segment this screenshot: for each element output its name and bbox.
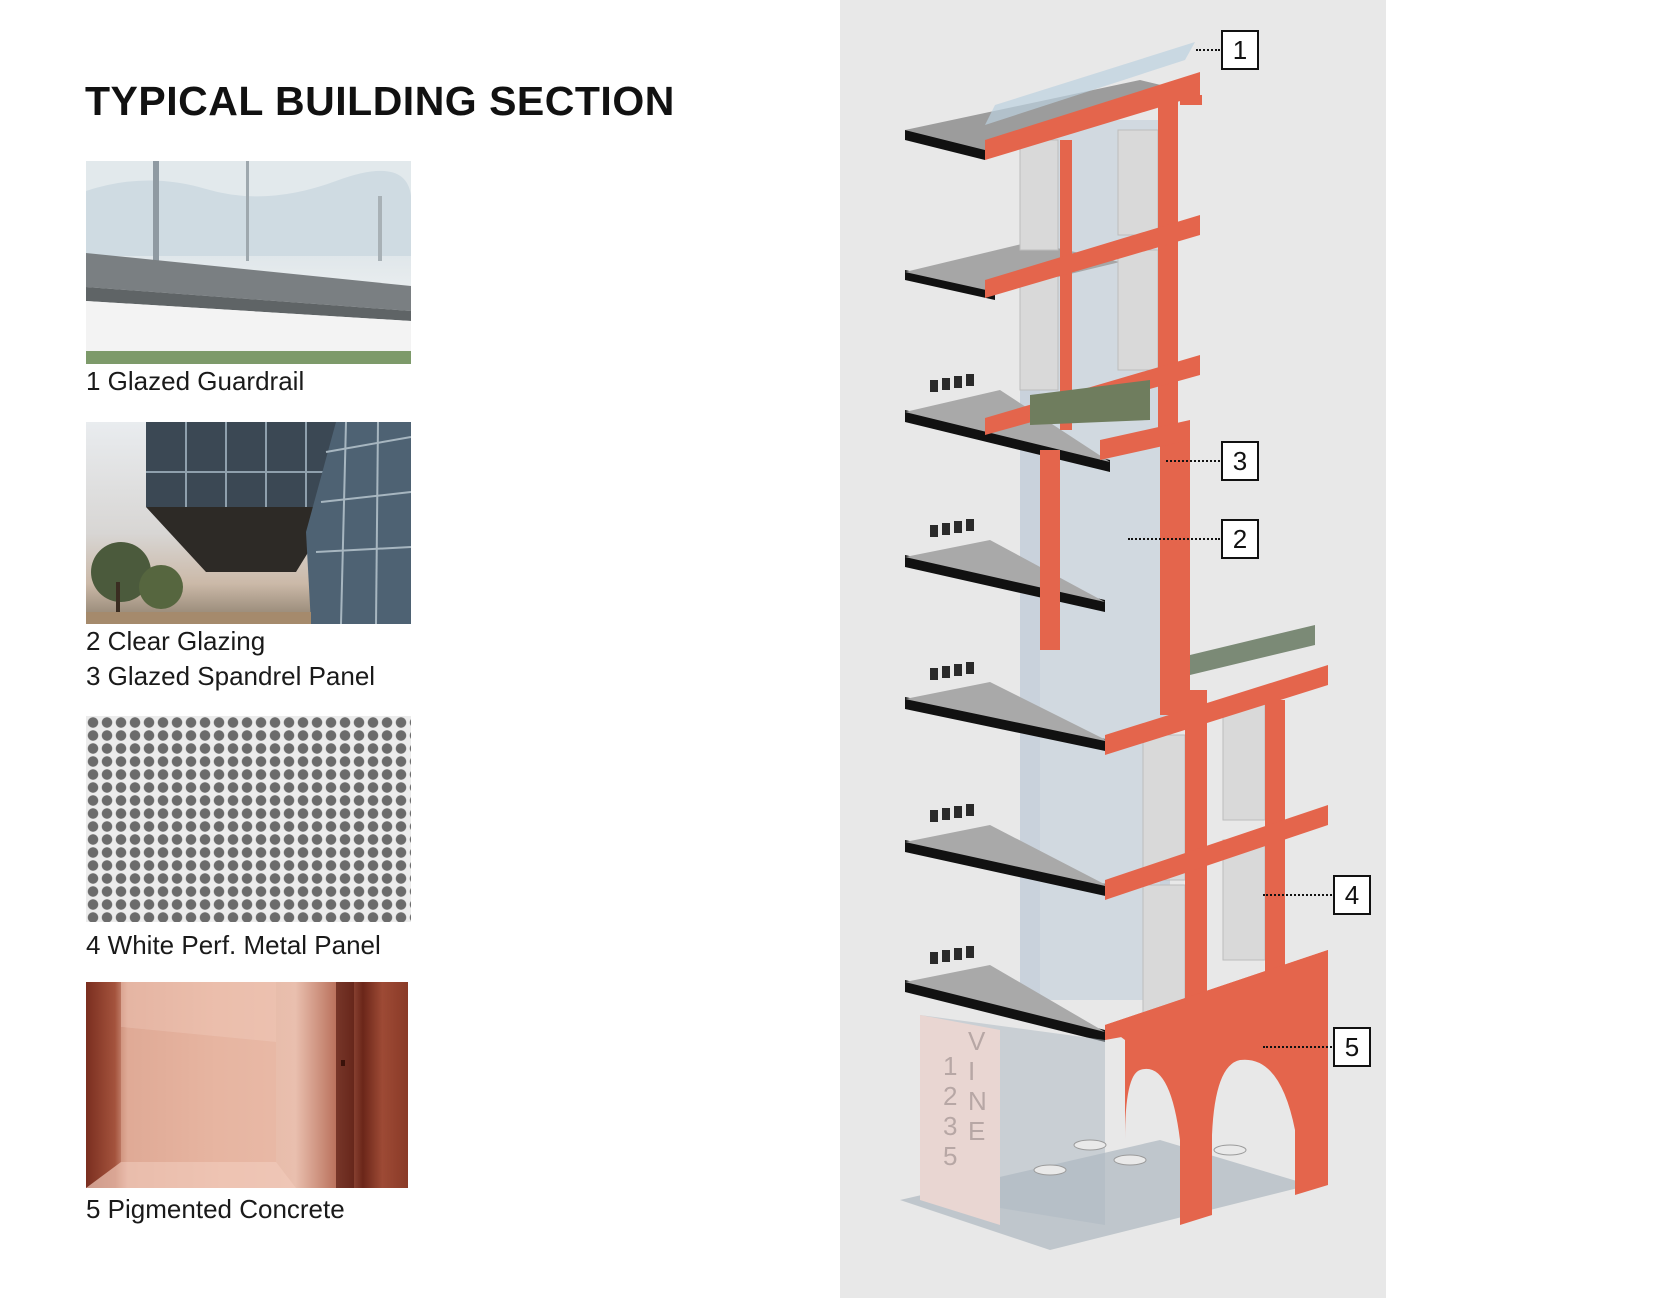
callout-4: 4 [1333, 875, 1371, 915]
svg-text:V: V [968, 1026, 986, 1056]
svg-text:N: N [968, 1086, 987, 1116]
svg-text:I: I [968, 1056, 975, 1086]
perf-metal-panels [1019, 129, 1266, 1016]
svg-text:2: 2 [943, 1081, 957, 1111]
caption-pigmented-concrete: 5 Pigmented Concrete [86, 1194, 345, 1224]
page-title: TYPICAL BUILDING SECTION [85, 78, 675, 124]
clear-glazing-photo [86, 422, 411, 624]
perforated-metal-photo [86, 716, 411, 922]
office-chairs [930, 374, 974, 964]
leader-line-3 [1166, 460, 1220, 462]
svg-text:1: 1 [943, 1051, 957, 1081]
glazed-guardrail-photo [86, 161, 411, 364]
glass-guardrail [985, 42, 1195, 125]
svg-text:3: 3 [943, 1111, 957, 1141]
lobby-signage [920, 1015, 1000, 1225]
svg-text:5: 5 [943, 1141, 957, 1171]
lobby-tables [1033, 1139, 1247, 1176]
svg-text:E: E [968, 1116, 985, 1146]
leader-line-4 [1263, 894, 1332, 896]
callout-1: 1 [1221, 30, 1259, 70]
pigmented-concrete-photo [86, 982, 408, 1188]
caption-glazed-guardrail: 1 Glazed Guardrail [86, 366, 305, 396]
caption-clear-glazing: 2 Clear Glazing [86, 626, 266, 656]
callout-3: 3 [1221, 441, 1259, 481]
leader-line-1 [1196, 49, 1220, 51]
callout-5: 5 [1333, 1027, 1371, 1067]
callout-2: 2 [1221, 519, 1259, 559]
caption-glazed-spandrel: 3 Glazed Spandrel Panel [86, 661, 376, 691]
leader-line-2 [1128, 538, 1220, 540]
caption-perf-metal: 4 White Perf. Metal Panel [86, 930, 381, 960]
leader-line-5 [1263, 1046, 1332, 1048]
terrace-planter [1190, 625, 1315, 675]
